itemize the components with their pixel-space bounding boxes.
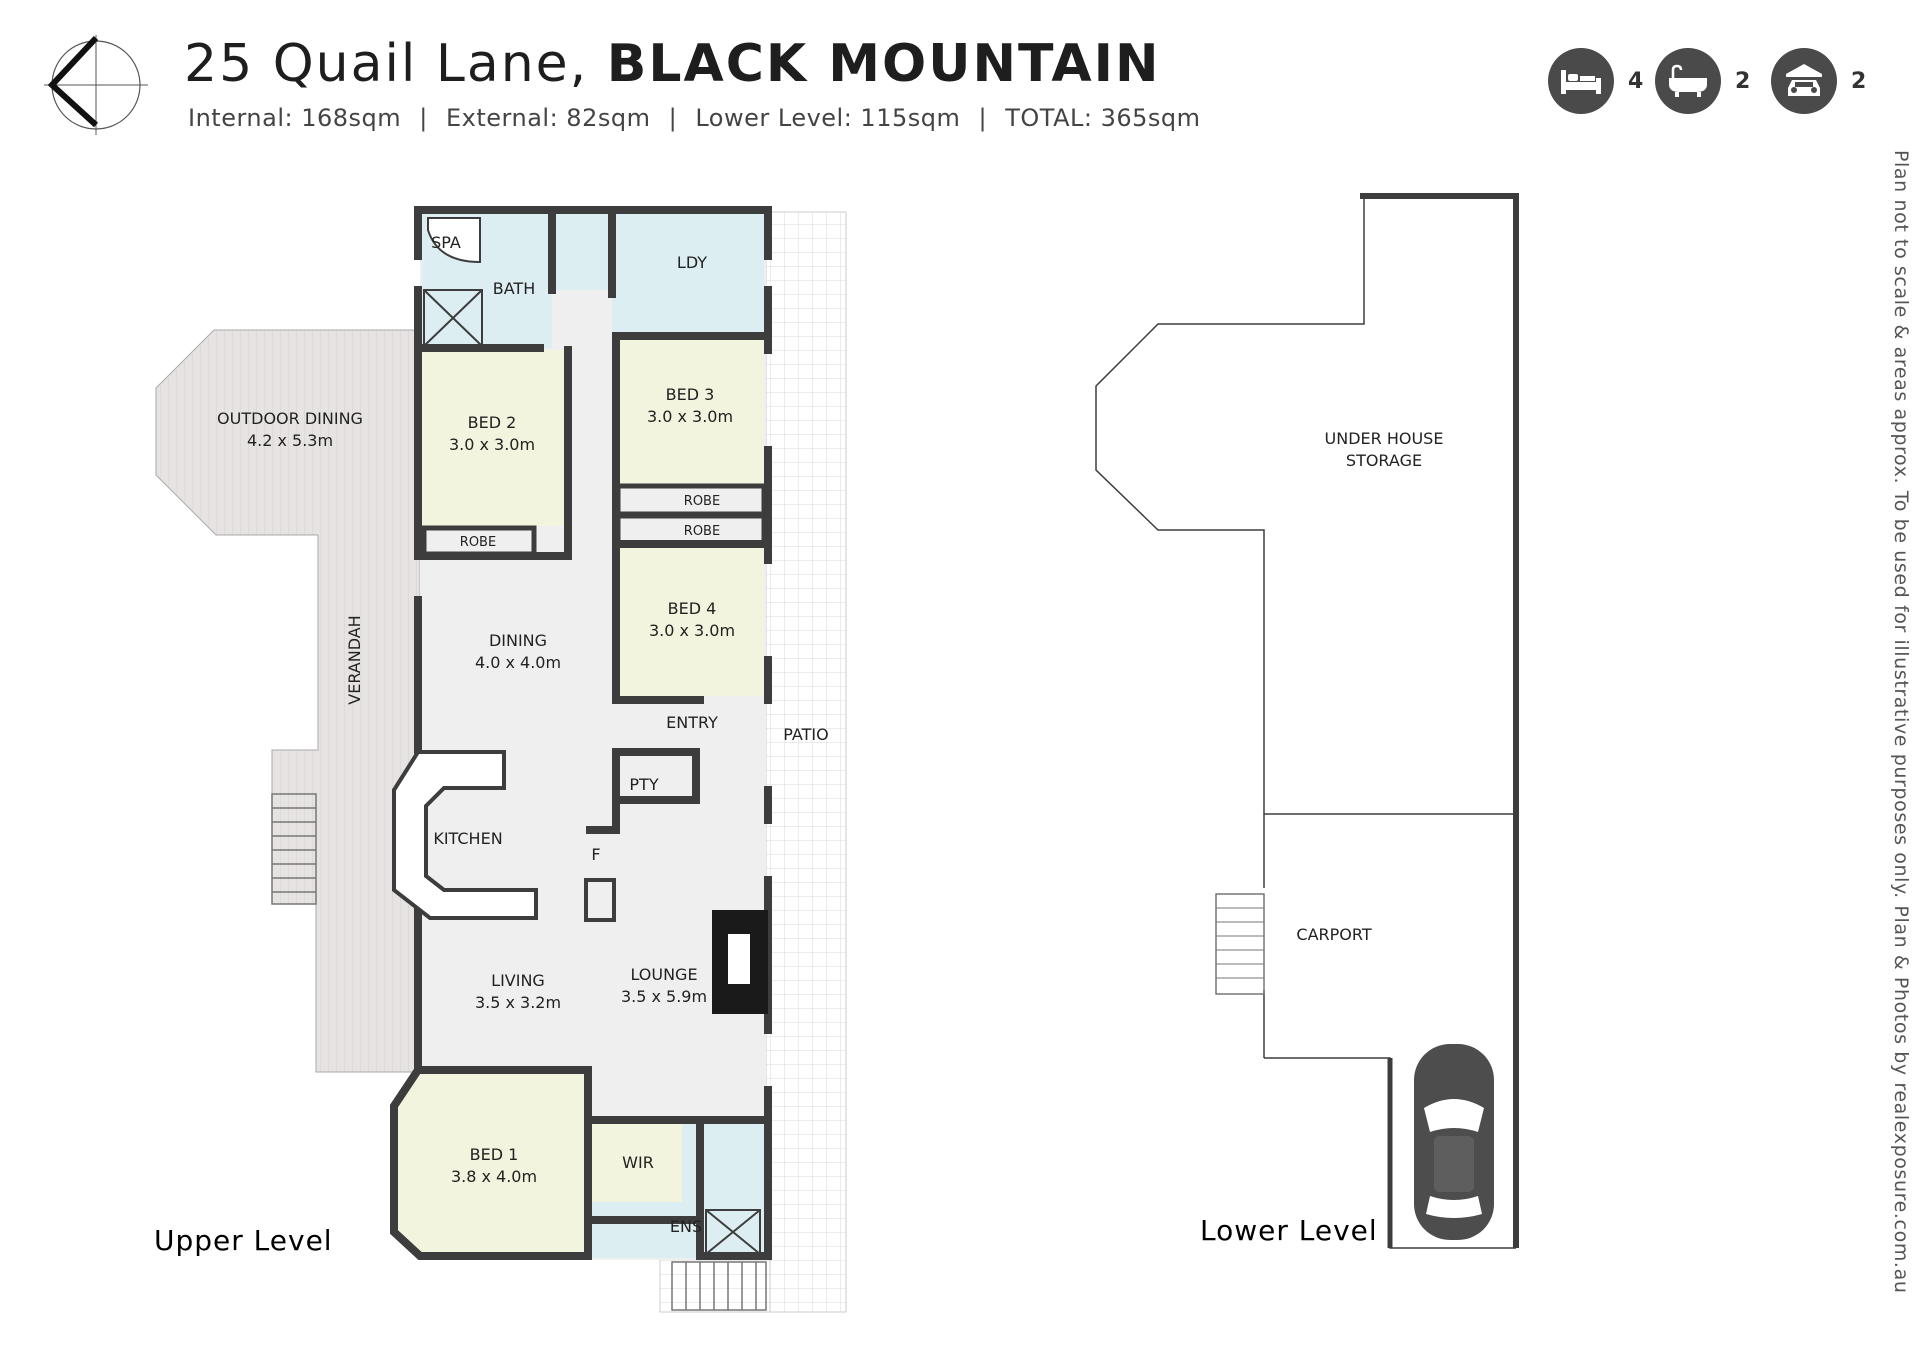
carspaces-feature: 2: [1771, 48, 1866, 114]
bed4-size: 3.0 x 3.0m: [649, 621, 735, 640]
spa-shower: [423, 217, 761, 1255]
lower-level-label: Lower Level: [1200, 1214, 1378, 1247]
bath-icon: [1655, 48, 1721, 114]
bed1-name: BED 1: [470, 1145, 519, 1164]
laundry-label: LDY: [677, 253, 707, 272]
entry-label: ENTRY: [666, 713, 718, 732]
kitchen-label: KITCHEN: [433, 829, 502, 848]
verandah-label: VERANDAH: [345, 615, 364, 704]
bedroom-count: 4: [1628, 68, 1644, 94]
bed3-name: BED 3: [666, 385, 715, 404]
property-title: 25 Quail Lane, BLACK MOUNTAIN: [184, 34, 1161, 94]
wir-label: WIR: [622, 1153, 654, 1172]
bed4-name: BED 4: [668, 599, 717, 618]
separator: |: [668, 104, 678, 132]
living-name: LIVING: [491, 971, 545, 990]
total-area: TOTAL: 365sqm: [1005, 104, 1201, 132]
bed2-size: 3.0 x 3.0m: [449, 435, 535, 454]
carport-label: CARPORT: [1296, 925, 1371, 944]
bathroom-count: 2: [1735, 68, 1751, 94]
bed-icon: [1548, 48, 1614, 114]
robe-label: ROBE: [460, 535, 496, 550]
pantry-label: PTY: [629, 775, 658, 794]
bath-label: BATH: [493, 279, 535, 298]
lounge-name: LOUNGE: [630, 965, 697, 984]
dining-name: DINING: [489, 631, 547, 650]
separator: |: [978, 104, 988, 132]
car-icon: [1414, 1044, 1494, 1240]
walls: [390, 206, 772, 1260]
robes: [421, 483, 767, 557]
spa-label: SPA: [431, 233, 461, 252]
address-text: 25 Quail Lane,: [184, 34, 589, 94]
kitchen-bench: [392, 750, 538, 920]
suburb-text: BLACK MOUNTAIN: [606, 34, 1161, 94]
robe-label: ROBE: [684, 494, 720, 509]
bed1-size: 3.8 x 4.0m: [451, 1167, 537, 1186]
storage-label-line2: STORAGE: [1346, 451, 1422, 470]
fridge-label: F: [591, 845, 600, 864]
external-area: External: 82sqm: [446, 104, 651, 132]
patio-label: PATIO: [783, 725, 828, 744]
upper-level-label: Upper Level: [154, 1224, 333, 1257]
fireplace: [712, 910, 768, 1014]
storage-label-line1: UNDER HOUSE: [1325, 429, 1444, 448]
fridge-space: [584, 878, 616, 922]
outdoor-dining-size: 4.2 x 5.3m: [247, 431, 333, 450]
separator: |: [419, 104, 428, 132]
living-size: 3.5 x 3.2m: [475, 993, 561, 1012]
bathrooms-feature: 2: [1655, 48, 1750, 114]
carspace-count: 2: [1851, 68, 1867, 94]
internal-area: Internal: 168sqm: [188, 104, 402, 132]
lower-level-plan: [1095, 193, 1519, 1249]
lounge-size: 3.5 x 5.9m: [621, 987, 707, 1006]
house-floor: [394, 212, 766, 1260]
upper-room-labels: SPA BATH LDY OUTDOOR DINING 4.2 x 5.3m B…: [217, 233, 829, 1236]
lower-room-labels: UNDER HOUSE STORAGE CARPORT: [1296, 429, 1443, 944]
patio-tiles: [659, 211, 847, 1313]
bed3-size: 3.0 x 3.0m: [647, 407, 733, 426]
robe-label: ROBE: [684, 524, 720, 539]
lower-level-area: Lower Level: 115sqm: [695, 104, 961, 132]
stairs: [271, 793, 767, 1311]
compass-logo: [44, 35, 148, 135]
ensuite-label: ENS: [670, 1217, 702, 1236]
dining-size: 4.0 x 4.0m: [475, 653, 561, 672]
bedrooms-feature: 4: [1548, 48, 1643, 114]
car-icon: [1771, 48, 1837, 114]
area-summary: Internal: 168sqm | External: 82sqm | Low…: [188, 104, 1201, 132]
outdoor-dining-name: OUTDOOR DINING: [217, 409, 363, 428]
bed2-name: BED 2: [468, 413, 517, 432]
